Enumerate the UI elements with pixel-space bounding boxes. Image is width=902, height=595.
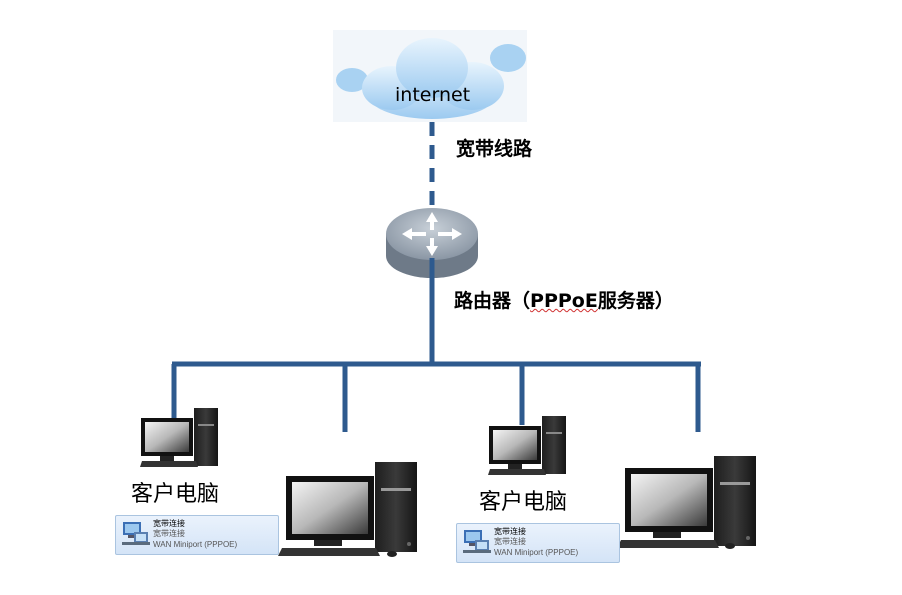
lan-lines — [171, 258, 701, 432]
client-pc-icon — [140, 408, 218, 467]
client-pc-icon — [278, 462, 417, 557]
client-pc-icon — [617, 456, 756, 549]
connection-device: WAN Miniport (PPPOE) — [494, 548, 579, 557]
client-label: 客户电脑 — [131, 482, 220, 507]
router-label-prefix: 路由器（ — [454, 290, 531, 312]
connection-name: 宽带连接 — [494, 527, 526, 536]
broadband-line-label: 宽带线路 — [456, 138, 533, 160]
connection-name: 宽带连接 — [153, 519, 185, 528]
network-connection-icon — [122, 522, 150, 545]
client-label: 客户电脑 — [479, 490, 568, 515]
connection-panel[interactable]: 宽带连接 宽带连接 WAN Miniport (PPPOE) — [456, 523, 620, 563]
network-connection-icon — [463, 530, 491, 553]
cloud-label: internet — [395, 84, 471, 106]
client-pc-icon — [488, 416, 566, 475]
connection-status: 宽带连接 — [153, 529, 185, 538]
connection-device: WAN Miniport (PPPOE) — [153, 540, 238, 549]
router-label: 路由器（PPPoE服务器） — [454, 286, 674, 313]
router-icon — [386, 208, 478, 278]
router-label-protocol: PPPoE — [530, 290, 598, 312]
router-label-suffix: 服务器） — [597, 290, 674, 312]
connection-status: 宽带连接 — [494, 537, 526, 546]
cloud-icon — [333, 30, 527, 122]
connection-panel[interactable]: 宽带连接 宽带连接 WAN Miniport (PPPOE) — [115, 515, 279, 555]
